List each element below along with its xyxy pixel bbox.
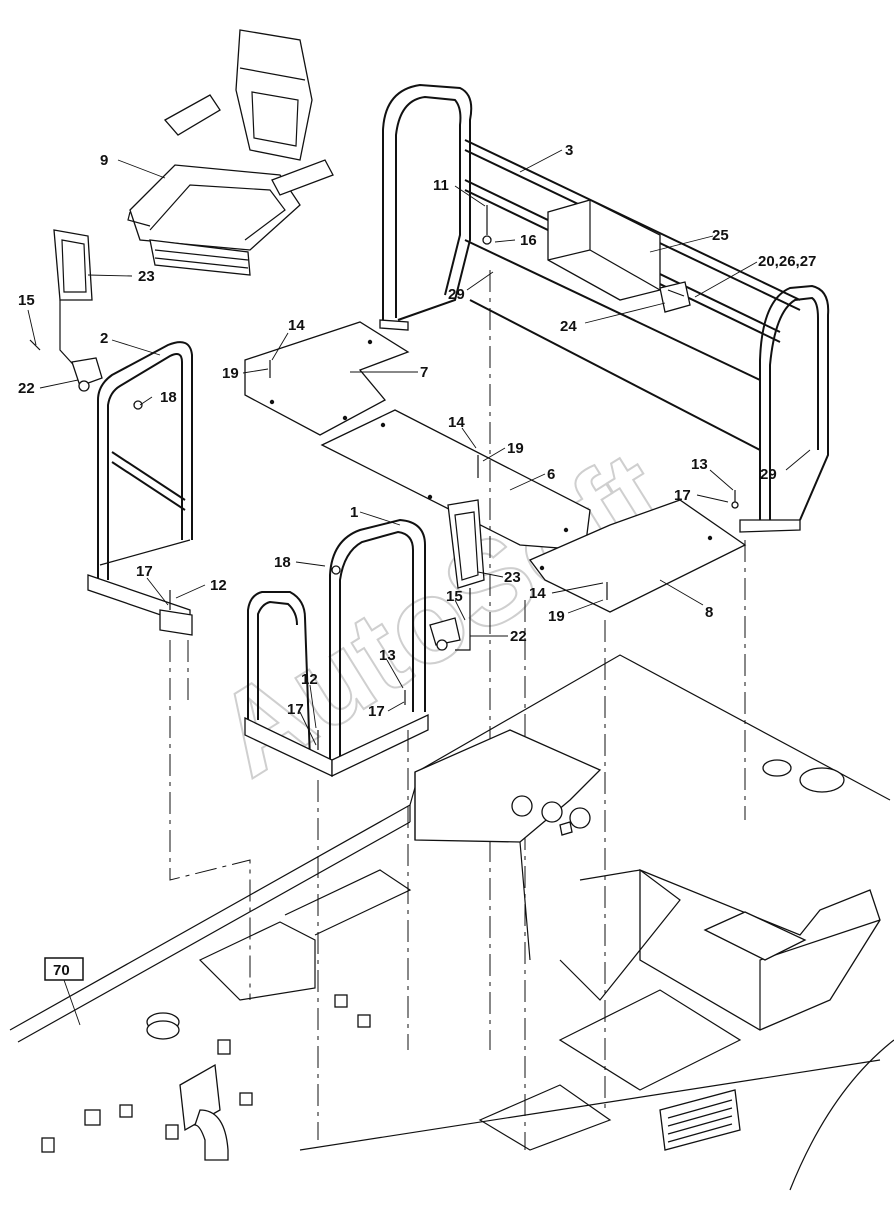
callout-22: 22 — [510, 628, 527, 645]
callout-17: 17 — [674, 487, 691, 504]
callout-14: 14 — [288, 317, 305, 334]
callout-24: 24 — [560, 318, 577, 335]
callout-17: 17 — [287, 701, 304, 718]
callout-23: 23 — [504, 569, 521, 586]
callout-13: 13 — [691, 456, 708, 473]
bracket — [659, 281, 691, 313]
callout-23: 23 — [138, 268, 155, 285]
callout-12: 12 — [301, 671, 318, 688]
callout-17: 17 — [136, 563, 153, 580]
callout-labels: 9 23 15 2 22 18 17 12 3 11 16 25 20,26,2… — [18, 142, 816, 979]
callout-6: 6 — [547, 466, 555, 483]
callout-18: 18 — [160, 389, 177, 406]
operator-seat — [127, 29, 334, 276]
callout-29: 29 — [448, 286, 465, 303]
callout-14: 14 — [448, 414, 465, 431]
callout-9: 9 — [100, 152, 108, 169]
callout-19: 19 — [548, 608, 565, 625]
callout-2: 2 — [100, 330, 108, 347]
callout-16: 16 — [520, 232, 537, 249]
mirror-left — [29, 229, 103, 392]
mirror-right — [429, 499, 485, 651]
callout-18: 18 — [274, 554, 291, 571]
alignment-lines — [169, 270, 746, 1150]
upper-structure-frame — [9, 654, 894, 1191]
callout-22: 22 — [18, 380, 35, 397]
callout-20-26-27: 20,26,27 — [758, 253, 816, 270]
handrail-left — [87, 341, 193, 636]
callout-7: 7 — [420, 364, 428, 381]
callout-25: 25 — [712, 227, 729, 244]
callout-12: 12 — [210, 577, 227, 594]
handrail-rear — [379, 83, 830, 533]
callout-17: 17 — [368, 703, 385, 720]
callout-15: 15 — [18, 292, 35, 309]
callout-13: 13 — [379, 647, 396, 664]
callout-15: 15 — [446, 588, 463, 605]
floor-plate-7 — [244, 321, 410, 436]
callout-19: 19 — [222, 365, 239, 382]
leader-lines — [27, 149, 811, 746]
callout-1: 1 — [350, 504, 358, 521]
handrail-front — [244, 518, 429, 778]
callout-8: 8 — [705, 604, 713, 621]
callout-70: 70 — [53, 962, 70, 979]
callout-3: 3 — [565, 142, 573, 159]
cover-box — [547, 199, 661, 301]
callout-14: 14 — [529, 585, 546, 602]
callout-29: 29 — [760, 466, 777, 483]
callout-11: 11 — [433, 177, 449, 194]
callout-19: 19 — [507, 440, 524, 457]
fasteners — [169, 205, 739, 750]
